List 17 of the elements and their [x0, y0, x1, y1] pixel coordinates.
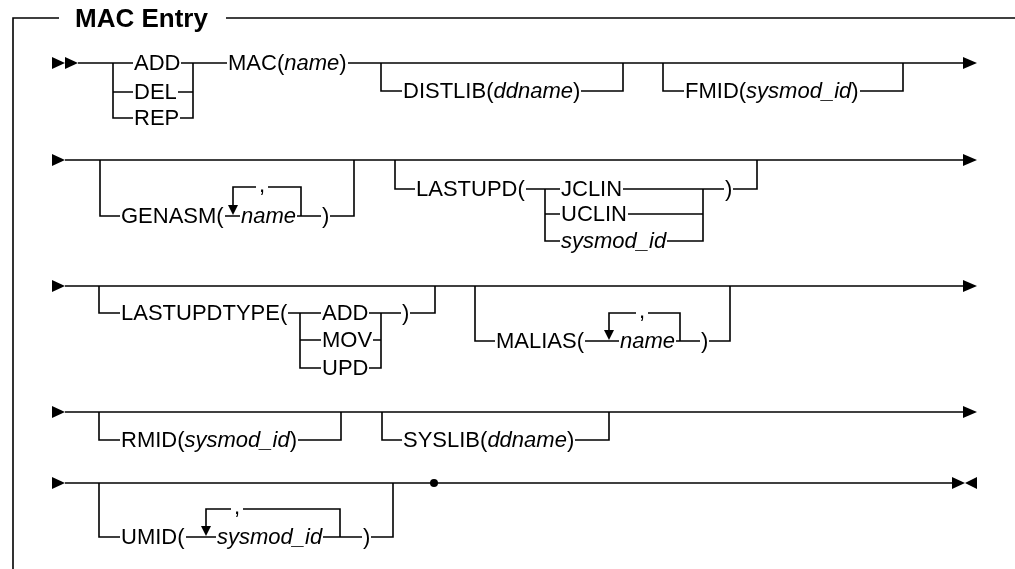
syntax-keyword: GENASM(	[120, 204, 225, 228]
syntax-keyword: LASTUPDTYPE(	[120, 301, 289, 325]
syntax-keyword: UMID(	[120, 525, 186, 549]
syntax-keyword: DISTLIB(ddname)	[402, 79, 582, 103]
syntax-keyword: SYSLIB(ddname)	[402, 428, 576, 452]
syntax-keyword: MAC(name)	[227, 51, 348, 75]
syntax-keyword: MALIAS(	[495, 329, 586, 353]
closing-parenthesis: )	[321, 204, 331, 228]
closing-parenthesis: )	[724, 177, 734, 201]
syntax-keyword: FMID(sysmod_id)	[684, 79, 860, 103]
closing-parenthesis: )	[401, 301, 411, 325]
syntax-keyword: RMID(sysmod_id)	[120, 428, 299, 452]
syntax-keyword: LASTUPD(	[415, 177, 526, 201]
syntax-variable: sysmod_id	[216, 525, 324, 549]
syntax-variable: sysmod_id	[560, 229, 668, 253]
closing-parenthesis: )	[362, 525, 372, 549]
closing-parenthesis: )	[700, 329, 710, 353]
